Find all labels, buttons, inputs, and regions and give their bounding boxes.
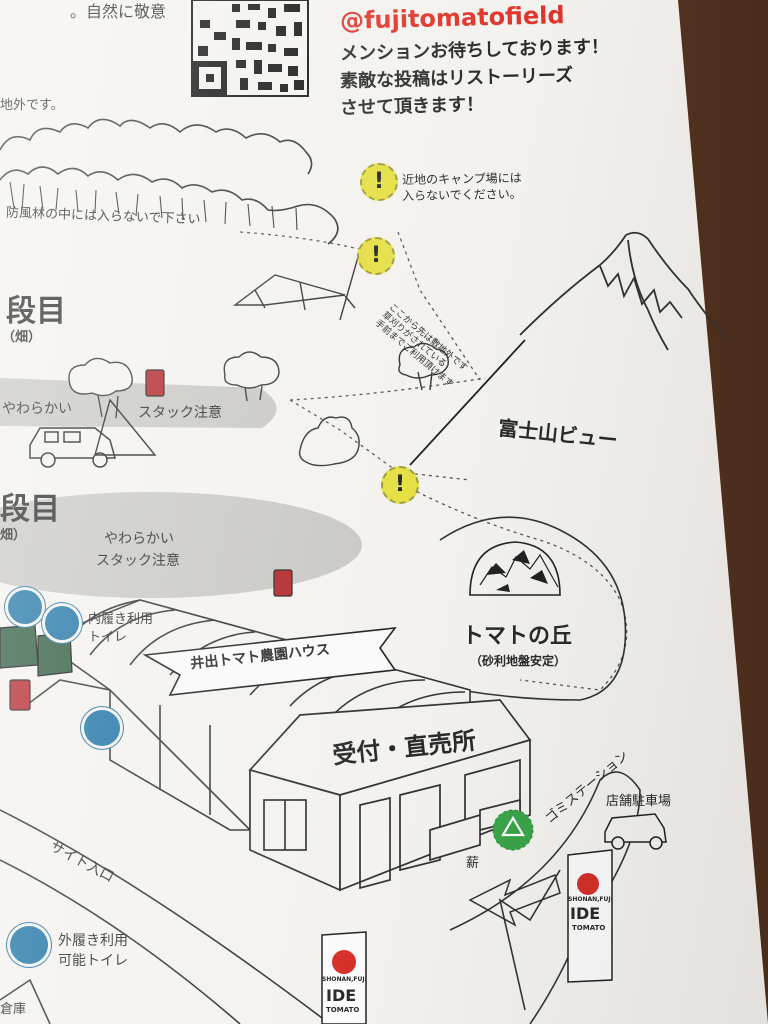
reception-building bbox=[248, 699, 532, 892]
header-left-fragment: 地外です。 bbox=[0, 98, 64, 113]
instagram-handle[interactable]: @fujitomatofield bbox=[339, 1, 565, 35]
boundary-line bbox=[409, 339, 526, 466]
suv-car bbox=[29, 427, 116, 468]
flag-top-line: SHONAN,FUJI bbox=[568, 896, 613, 903]
water-tap-icon bbox=[8, 590, 42, 624]
inner-toilet-line1: 内履き利用 bbox=[88, 612, 154, 627]
greenhouse-banner bbox=[142, 627, 397, 696]
upper-terrace-sub: （畑） bbox=[2, 330, 42, 345]
tarp-tent bbox=[232, 249, 361, 321]
inner-toilet-line2: トイレ bbox=[88, 630, 128, 645]
toilet-icon bbox=[45, 606, 79, 640]
parking-label: 店舗駐車場 bbox=[606, 794, 672, 809]
outer-toilet-line1: 外履き利用 bbox=[58, 933, 128, 949]
water-tap-icon-2 bbox=[84, 710, 120, 746]
flag-bottom-line: TOMATO bbox=[572, 924, 606, 932]
toilet-blocks bbox=[0, 624, 73, 677]
upper-terrace-caution: スタック注意 bbox=[138, 405, 222, 421]
warning-icon-path: ! bbox=[381, 466, 419, 504]
flag-bottom-line-2: TOMATO bbox=[326, 1006, 360, 1014]
stories-message-2: させて頂きます！ bbox=[339, 94, 485, 119]
qr-code-icon bbox=[190, 0, 310, 98]
upper-terrace-band bbox=[0, 378, 277, 428]
flag-top-line-2: SHONAN,FUJI bbox=[322, 976, 367, 983]
oil-drums bbox=[9, 369, 293, 711]
lower-terrace-title: 段目 bbox=[0, 492, 60, 527]
lower-terrace-sub: 畑） bbox=[0, 528, 27, 543]
flag-name: IDE bbox=[570, 904, 601, 923]
warning-icon-camp: ! bbox=[360, 163, 398, 201]
entrance-arrow bbox=[468, 873, 561, 927]
firewood-label: 薪 bbox=[466, 856, 480, 871]
recycle-icon bbox=[492, 809, 534, 851]
mount-fuji bbox=[519, 231, 729, 351]
gravel-label: （砂利地盤安定） bbox=[470, 654, 567, 668]
lower-terrace-caution: スタック注意 bbox=[96, 553, 180, 569]
ide-tomato-flag-right bbox=[567, 849, 613, 983]
flag-name-2: IDE bbox=[326, 986, 357, 1005]
upper-terrace-soft: やわらかい bbox=[2, 401, 72, 417]
lower-terrace-band bbox=[0, 492, 362, 598]
scattered-trees bbox=[68, 342, 449, 467]
windbreak-trees bbox=[0, 118, 339, 245]
ide-tomato-flag-bottom bbox=[321, 931, 367, 1024]
outer-toilet-line2: 可能トイレ bbox=[58, 953, 128, 969]
camp-notice-line2: 入らないでください。 bbox=[401, 186, 522, 204]
parking-car bbox=[604, 813, 667, 850]
header-fragment: 。自然に敬意 bbox=[70, 2, 167, 21]
dome-tent bbox=[469, 541, 561, 596]
upper-terrace-title: 段目 bbox=[6, 294, 66, 329]
teepee-tent bbox=[94, 398, 157, 456]
lower-terrace-soft: やわらかい bbox=[104, 531, 174, 547]
tomato-hill-outline bbox=[439, 516, 627, 701]
toilet-icon-outside bbox=[10, 926, 48, 964]
warehouse-label: 倉庫 bbox=[0, 1002, 27, 1017]
tomato-hill-label: トマトの丘 bbox=[462, 624, 573, 649]
warning-icon-slope: ! bbox=[357, 237, 395, 275]
